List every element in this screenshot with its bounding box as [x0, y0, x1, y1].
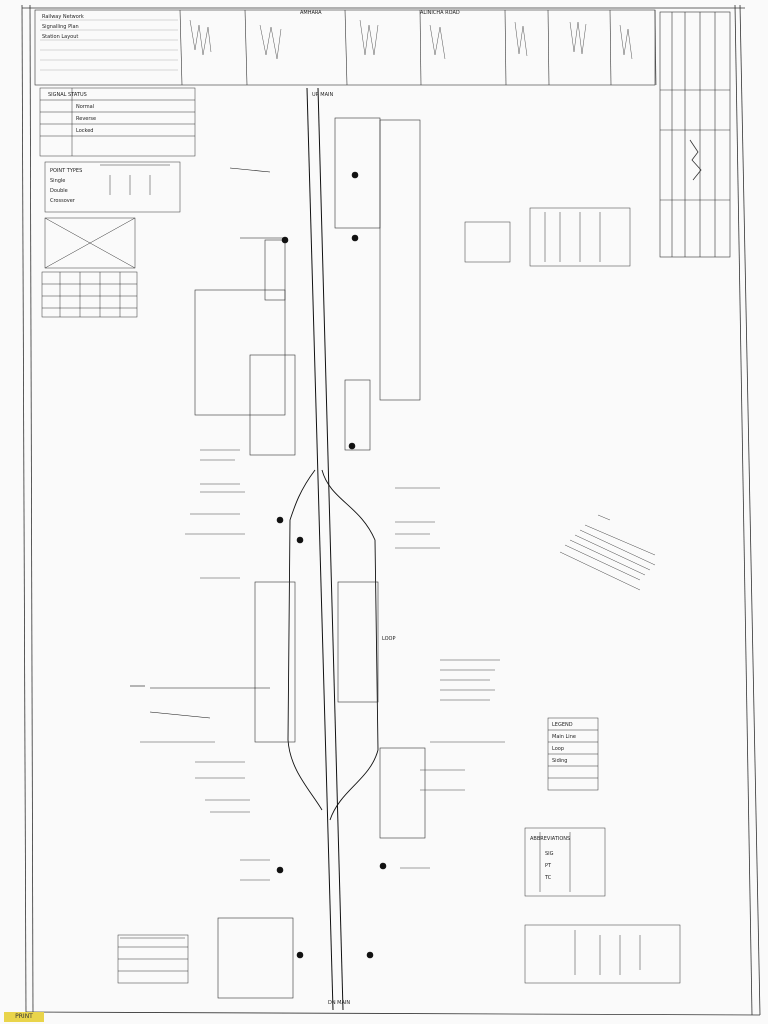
legend-box-row: Main Line: [552, 734, 576, 740]
siding-boxes: [194, 117, 426, 999]
main-tracks: [287, 87, 379, 1011]
legend-box-title: POINT TYPES: [50, 168, 82, 174]
legend-box-row: Crossover: [50, 198, 76, 204]
title-block: [34, 9, 657, 86]
org-line-3: Station Layout: [42, 34, 78, 40]
right-title-block: [659, 11, 731, 258]
track-label-loop: LOOP: [382, 636, 396, 642]
legend-box-title: LEGEND: [552, 722, 573, 728]
legend-box-row: TC: [544, 875, 552, 881]
legend-box-row: Reverse: [76, 116, 96, 122]
legend-box-row: Normal: [76, 104, 94, 110]
legend-box-title: SIGNAL STATUS: [48, 92, 87, 98]
legend-box-title: ABBREVIATIONS: [530, 836, 570, 842]
legend-box-row: Double: [50, 188, 68, 194]
title-subheading: ALINICHA ROAD: [420, 10, 460, 16]
left-legend-tables: [39, 87, 196, 318]
track-label-up: UP MAIN: [312, 92, 333, 98]
track-label-down: DN MAIN: [328, 1000, 350, 1006]
signal-symbols: [130, 167, 387, 959]
org-line-2: Signalling Plan: [42, 24, 79, 30]
legend-box-row: PT: [545, 863, 552, 869]
legend-box-row: Single: [50, 178, 65, 184]
legend-box-row: Locked: [76, 128, 93, 134]
legend-box-row: SIG: [545, 851, 554, 857]
print-stamp: PRINT: [4, 1012, 44, 1022]
legend-box-row: Loop: [552, 746, 564, 752]
drawing-frame: [21, 4, 761, 1016]
right-detail-boxes: [117, 207, 681, 984]
annotation-marks: [140, 449, 505, 881]
org-line-1: Railway Network: [42, 14, 84, 20]
notes-list: [559, 514, 656, 591]
legend-box-row: Siding: [552, 758, 567, 764]
title-heading: AMHARA: [300, 10, 322, 16]
